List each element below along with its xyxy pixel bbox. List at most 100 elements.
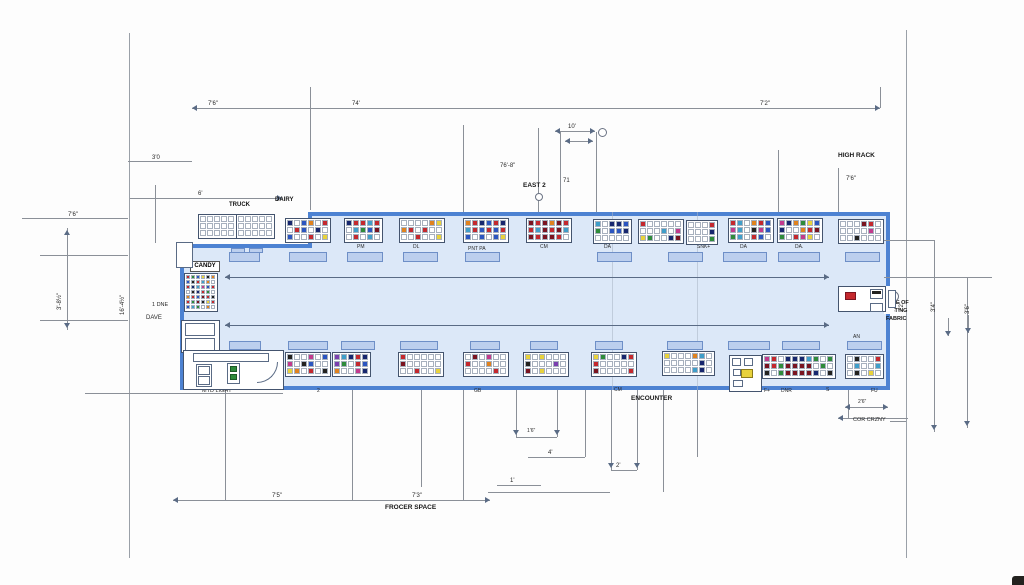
display-cell <box>654 228 660 234</box>
display-cell <box>294 227 300 233</box>
dimension-label: 1' <box>510 478 515 484</box>
display-cell <box>266 216 272 222</box>
display-cell <box>868 221 874 227</box>
arrowhead-d <box>64 323 70 328</box>
display-cell <box>228 223 234 229</box>
display-cell <box>341 361 347 367</box>
dimension-line <box>463 125 464 212</box>
shelf-label-bar <box>288 341 328 350</box>
symbol-circle <box>598 128 607 137</box>
display-cell <box>709 236 715 242</box>
display-cell <box>428 354 434 360</box>
display-cell <box>486 234 492 240</box>
display-cell <box>525 361 531 367</box>
dimension-line <box>516 390 517 437</box>
fixture-detail <box>872 291 881 294</box>
dimension-line <box>560 132 561 212</box>
display-cell <box>479 361 485 367</box>
display-cell <box>486 220 492 226</box>
display-cell <box>765 234 771 240</box>
display-cell <box>563 234 569 240</box>
display-cell <box>593 361 599 367</box>
display-cell <box>820 356 826 362</box>
dimension-line <box>555 131 595 132</box>
display-cell <box>308 227 314 233</box>
display-cell <box>348 361 354 367</box>
display-cell <box>600 354 606 360</box>
display-cell <box>765 227 771 233</box>
arrowhead-d <box>964 421 970 426</box>
mini-bar <box>231 248 245 253</box>
display-cell <box>201 300 205 304</box>
display-cell <box>744 227 750 233</box>
shelf-code: DA <box>604 244 611 250</box>
display-cell <box>472 354 478 360</box>
display-cell <box>301 220 307 226</box>
display-cell <box>201 285 205 289</box>
display-cell <box>616 221 622 227</box>
display-cell <box>813 356 819 362</box>
display-cell <box>535 227 541 233</box>
display-cell <box>207 216 213 222</box>
display-cell <box>362 368 368 374</box>
display-cell <box>827 356 833 362</box>
display-cell <box>201 280 205 284</box>
display-cell <box>207 230 213 236</box>
arrowhead-l <box>225 274 230 280</box>
display-cell <box>556 234 562 240</box>
fixture <box>870 303 883 312</box>
display-cell <box>539 354 545 360</box>
display-cell <box>301 354 307 360</box>
display-cell <box>211 275 215 279</box>
display-cell <box>201 275 205 279</box>
display-cell <box>186 305 190 309</box>
display-cell <box>793 227 799 233</box>
display-cell <box>221 230 227 236</box>
shelf-code: DA. <box>795 244 804 250</box>
display-cell <box>407 368 413 374</box>
dimension-label: 4' <box>548 450 553 456</box>
dimension-line <box>225 277 829 278</box>
display-cell <box>355 368 361 374</box>
display-cell <box>435 361 441 367</box>
display-cell <box>465 234 471 240</box>
display-cell <box>779 220 785 226</box>
display-cell <box>840 221 846 227</box>
display-cell <box>602 235 608 241</box>
display-unit-top <box>463 218 509 243</box>
dimension-line <box>40 255 128 256</box>
display-cell <box>692 353 698 359</box>
display-cell <box>840 235 846 241</box>
display-cell <box>315 227 321 233</box>
shelf-code: DA <box>740 244 747 250</box>
display-cell <box>793 234 799 240</box>
display-cell <box>196 285 200 289</box>
display-cell <box>322 368 328 374</box>
display-cell <box>353 234 359 240</box>
display-cell <box>685 353 691 359</box>
display-cell <box>408 234 414 240</box>
arrowhead-d <box>608 463 614 468</box>
dimension-line <box>516 437 557 438</box>
display-cell <box>465 368 471 374</box>
dimension-line <box>310 87 311 212</box>
display-cell <box>252 230 258 236</box>
area-label: HIGH RACK <box>838 152 875 159</box>
display-cell <box>820 370 826 376</box>
display-cell <box>861 221 867 227</box>
display-cell <box>771 356 777 362</box>
display-cell <box>186 280 190 284</box>
display-unit-bottom <box>845 354 884 379</box>
display-cell <box>348 368 354 374</box>
display-cell <box>211 285 215 289</box>
display-cell <box>400 368 406 374</box>
dimension-label: 3'4" <box>931 302 937 312</box>
display-cell <box>465 227 471 233</box>
display-cell <box>186 295 190 299</box>
display-cell <box>500 354 506 360</box>
display-cell <box>308 234 314 240</box>
display-cell <box>800 234 806 240</box>
display-cell <box>600 361 606 367</box>
display-unit-top <box>593 219 632 244</box>
dimension-label: 2' <box>616 463 621 469</box>
